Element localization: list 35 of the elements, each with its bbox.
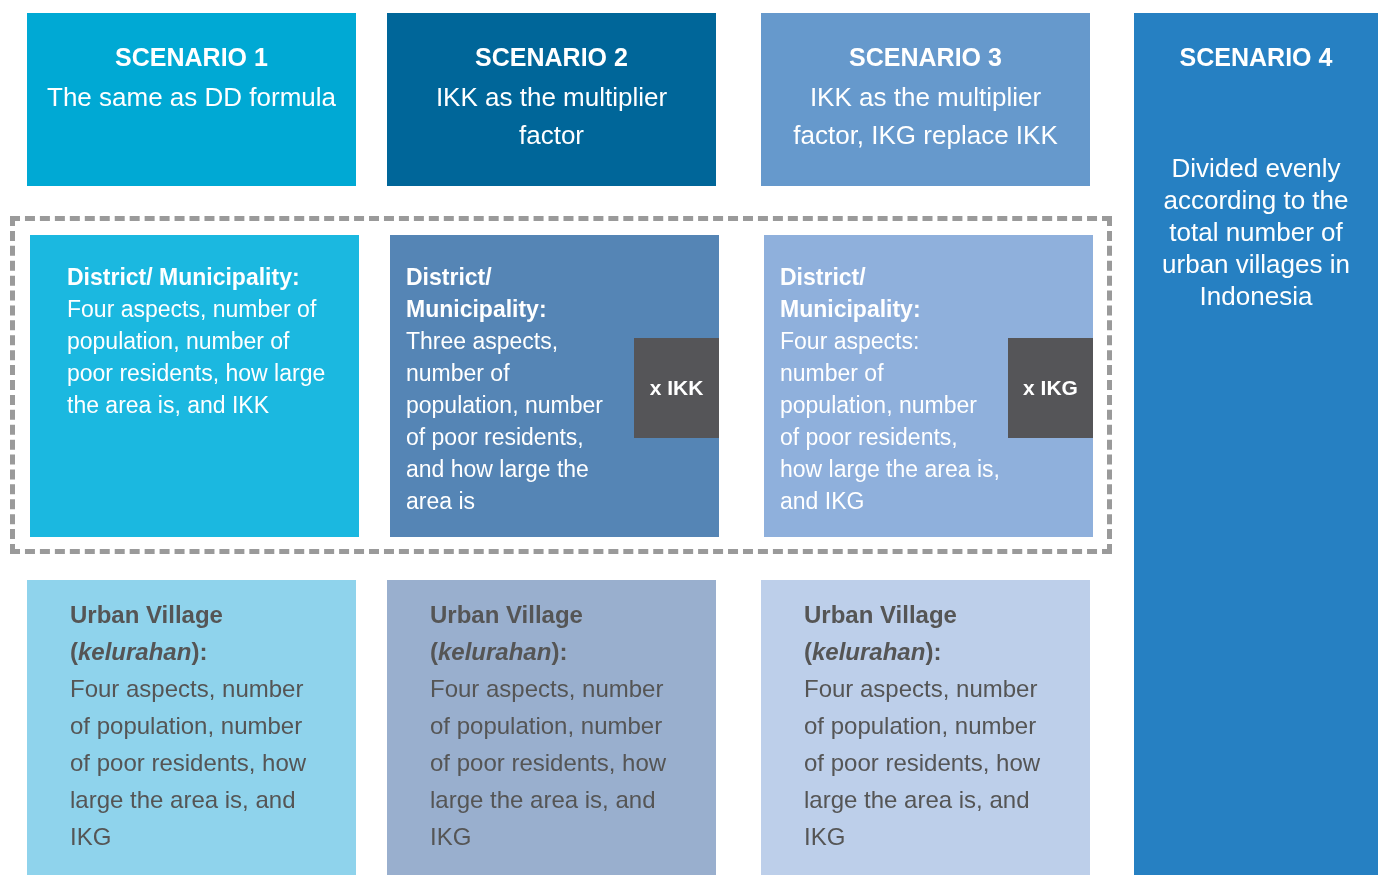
heading: District/ Municipality: (780, 263, 922, 324)
heading: Urban Village (kelurahan): (70, 600, 224, 667)
description: Three aspects, number of population, number of poor residents, and how large the area is (406, 327, 604, 516)
scenario-box (387, 580, 716, 875)
scenario-box (764, 235, 1093, 537)
scenario-box (30, 235, 359, 537)
description: Divided evenly according to the total number of urban villages in Indonesia (1161, 152, 1351, 312)
scenario-box (387, 13, 716, 186)
multiplier-label: x IKK (649, 376, 704, 400)
description: Four aspects: number of population, number of poor residents, how large the area is, and IKG (780, 327, 1001, 516)
scenario-box (27, 580, 356, 875)
heading: Urban Village (kelurahan): (430, 600, 584, 667)
scenario-box (761, 13, 1090, 186)
description: Four aspects, number of population, number of poor residents, how large the area is, and IKG (70, 674, 308, 852)
dashed-outline (10, 216, 1112, 554)
description: The same as DD formula (46, 81, 337, 114)
heading: District/ Municipality: (67, 263, 301, 292)
scenario-box (761, 580, 1090, 875)
scenario-box (1134, 13, 1378, 875)
scenario-box (27, 13, 356, 186)
heading: SCENARIO 1 (114, 43, 269, 72)
heading: SCENARIO 3 (848, 43, 1003, 72)
description: Four aspects, number of population, number of poor residents, how large the area is, and IKG (804, 674, 1042, 852)
multiplier-label: x IKG (1023, 376, 1078, 400)
scenario-box (390, 235, 719, 537)
multiplier-box (1008, 338, 1093, 438)
heading: Urban Village (kelurahan): (804, 600, 958, 667)
heading: SCENARIO 2 (474, 43, 629, 72)
description: Four aspects, number of population, number of poor residents, how large the area is, and IKG (430, 674, 668, 852)
multiplier-box (634, 338, 719, 438)
description: IKK as the multiplier factor, IKG replace IKK (792, 81, 1059, 152)
heading: SCENARIO 4 (1178, 43, 1334, 72)
heading: District/ Municipality: (406, 263, 548, 324)
description: Four aspects, number of population, number of poor residents, how large the area is, and IKK (67, 295, 327, 420)
description: IKK as the multiplier factor (434, 81, 669, 152)
